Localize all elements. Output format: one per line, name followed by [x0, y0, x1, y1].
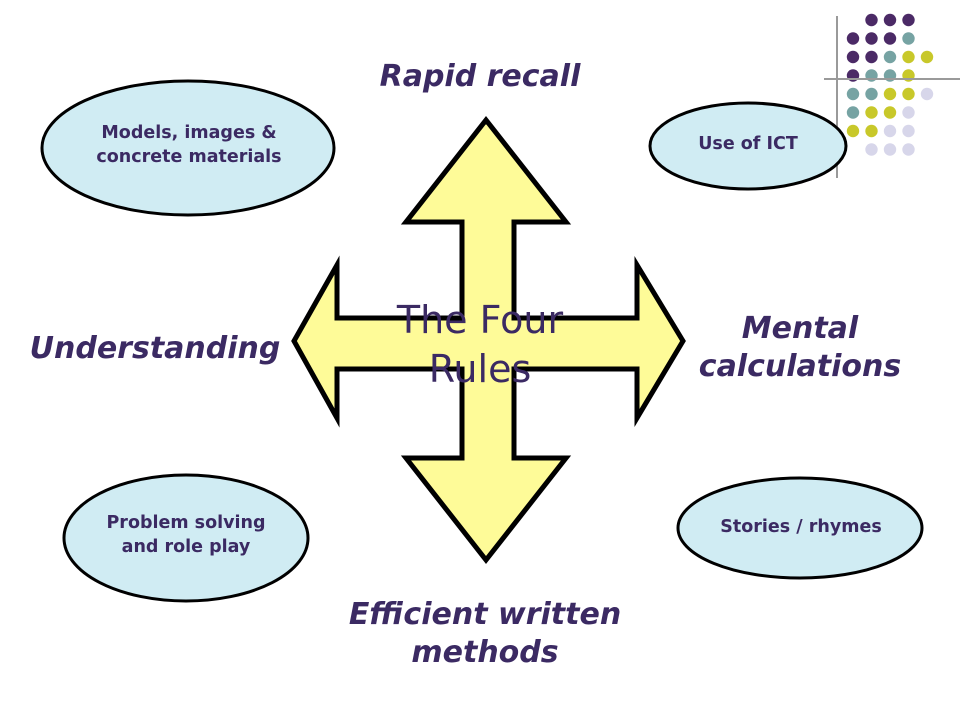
- ellipse-problem-line2: and role play: [121, 536, 251, 557]
- decorative-dot: [883, 143, 897, 156]
- ellipse-stories-rhymes-text: Stories / rhymes: [678, 516, 924, 540]
- decorative-dot: [846, 87, 860, 101]
- label-mental-line2: calculations: [698, 348, 902, 384]
- decorative-dot: [883, 50, 897, 64]
- decorative-dot: [883, 106, 897, 119]
- decorative-dot: [902, 87, 915, 101]
- decorative-dot: [902, 50, 915, 64]
- decorative-dot: [902, 32, 915, 45]
- label-rapid-recall: Rapid recall: [340, 58, 620, 96]
- decorative-dot: [865, 50, 878, 64]
- center-title-line1: The Four: [396, 298, 564, 342]
- decorative-dot: [883, 124, 897, 138]
- decorative-horizontal-line: [824, 78, 960, 80]
- ellipse-models-line1: Models, images &: [101, 123, 277, 143]
- ellipse-stories-rhymes: [676, 476, 924, 580]
- decorative-dot: [865, 124, 878, 138]
- decorative-vertical-line: [836, 16, 838, 178]
- ellipse-use-of-ict: [648, 101, 848, 191]
- decorative-dot: [865, 106, 878, 119]
- decorative-dot: [902, 106, 915, 119]
- center-title-line2: Rules: [428, 347, 532, 392]
- decorative-dot: [865, 143, 878, 156]
- decorative-dot: [883, 32, 897, 45]
- decorative-dot: [865, 32, 878, 45]
- ellipse-stories-line1: Stories / rhymes: [720, 517, 882, 537]
- ellipse-models-images-text: Models, images & concrete materials: [42, 122, 336, 169]
- ellipse-problem-line1: Problem solving: [106, 513, 266, 533]
- decorative-dot: [865, 87, 878, 101]
- decorative-dot: [902, 124, 915, 138]
- ellipse-problem-solving-text: Problem solving and role play: [64, 512, 308, 559]
- label-understanding-text: Understanding: [29, 331, 281, 366]
- decorative-dot: [920, 87, 934, 101]
- label-rapid-recall-text: Rapid recall: [379, 59, 581, 94]
- ellipse-ict-line1: Use of ICT: [698, 134, 798, 154]
- decorative-dot: [846, 124, 860, 138]
- decorative-dot: [846, 50, 860, 64]
- decorative-dot: [865, 13, 878, 27]
- label-mental-line1: Mental: [741, 311, 859, 346]
- decorative-dot: [883, 13, 897, 27]
- label-efficient-written-methods: Efficient written methods: [330, 596, 640, 671]
- label-mental-calculations: Mental calculations: [680, 310, 920, 385]
- decorative-dot: [846, 32, 860, 45]
- label-efficient-line2: methods: [411, 634, 559, 670]
- decorative-dot: [846, 106, 860, 119]
- center-title: The Four Rules: [380, 296, 580, 395]
- decorative-dot: [883, 87, 897, 101]
- ellipse-models-images: [40, 79, 336, 217]
- decorative-dot: [902, 13, 915, 27]
- ellipse-use-of-ict-text: Use of ICT: [650, 133, 846, 157]
- four-way-arrow: [291, 115, 686, 565]
- ellipse-problem-solving: [62, 473, 310, 603]
- label-understanding: Understanding: [20, 330, 290, 368]
- label-efficient-line1: Efficient written: [348, 597, 622, 632]
- decorative-dot: [902, 143, 915, 156]
- decorative-dot: [920, 50, 934, 64]
- ellipse-models-line2: concrete materials: [96, 146, 282, 167]
